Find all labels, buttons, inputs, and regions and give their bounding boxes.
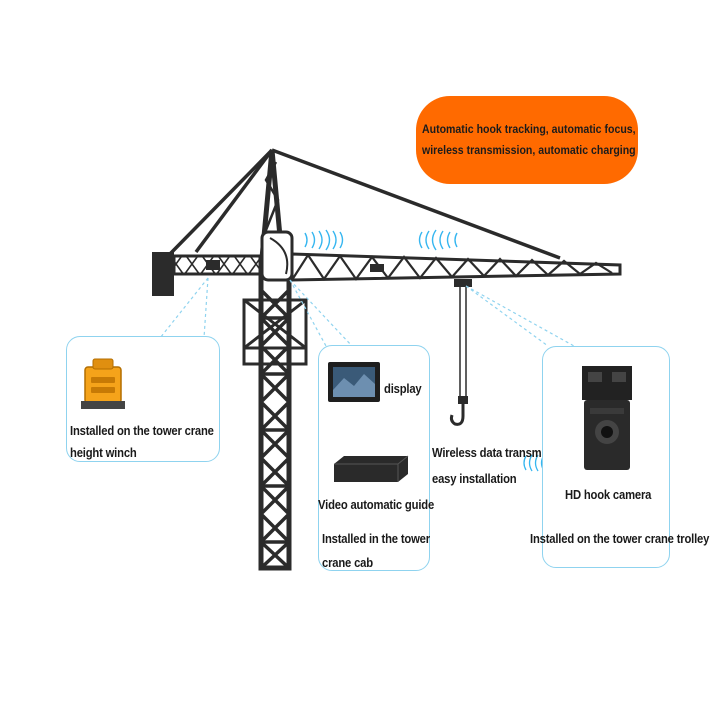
video-guide-label: Video automatic guide [318,498,435,512]
winch-card [66,336,220,462]
camera-caption: Installed on the tower crane trolley [530,532,710,546]
signal-waves-sky [304,229,458,251]
winch-sensor-icon [81,358,125,409]
tie-rods [166,148,561,260]
winch-caption-line-2: height winch [70,446,137,460]
wireless-line-2: easy installation [432,472,517,486]
crane-mast [242,255,308,571]
wireless-line-1: Wireless data transmission, [432,446,576,460]
camera-label: HD hook camera [565,488,652,502]
display-label: display [384,382,422,396]
cab-caption-line-2: crane cab [322,556,373,570]
monitor-icon [328,362,380,402]
banner-line-1: Automatic hook tracking, automatic focus… [422,122,636,136]
main-jib [290,252,622,282]
cab-caption-line-1: Installed in the tower [322,532,430,546]
winch-caption-line-1: Installed on the tower crane [70,424,214,438]
hd-camera-icon [582,366,632,470]
trolley-hook [449,279,472,426]
counter-jib [152,252,262,296]
operator-cab [260,230,294,282]
feature-banner: Automatic hook tracking, automatic focus… [416,96,638,184]
banner-line-2: wireless transmission, automatic chargin… [422,143,636,157]
video-box-icon [334,455,409,482]
